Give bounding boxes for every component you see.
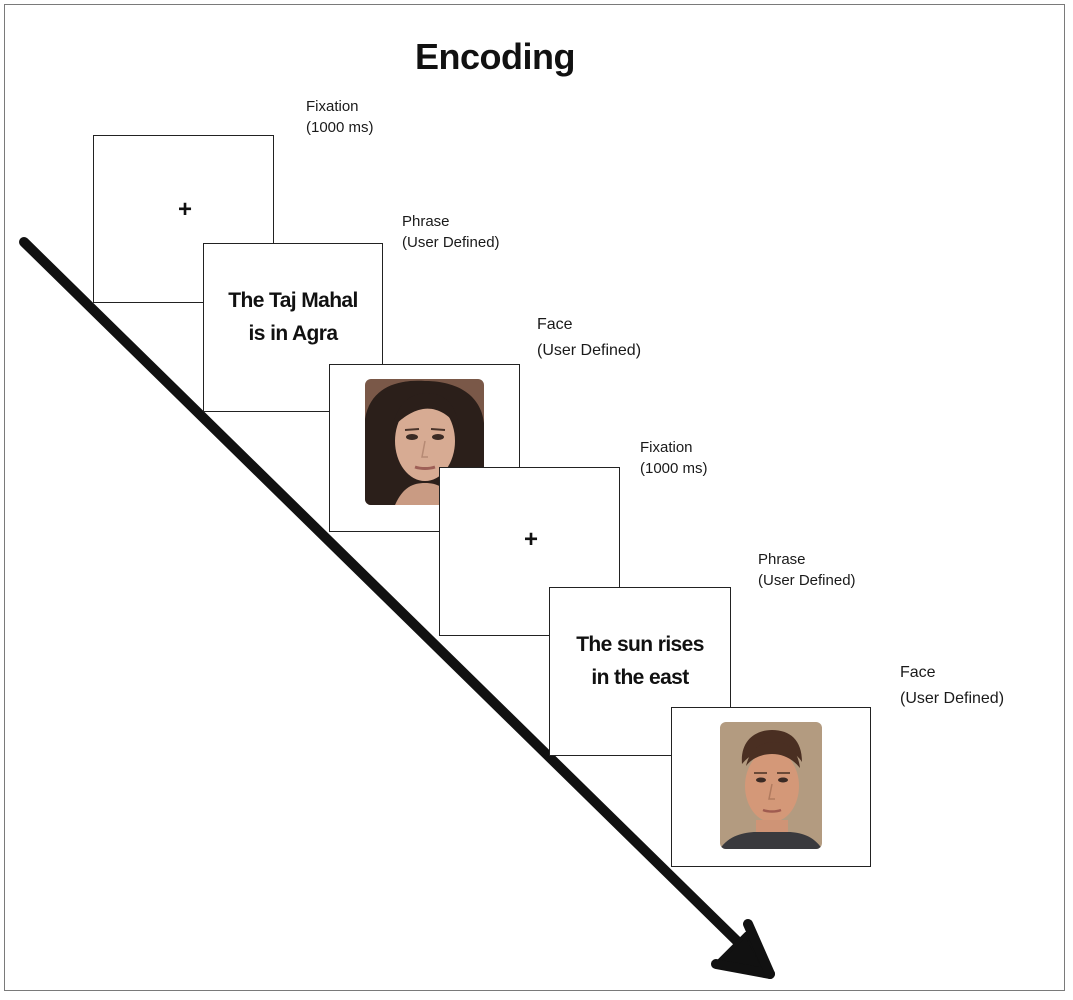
face-screen-2 [671,707,871,867]
screen-label-phrase-1: Phrase (User Defined) [402,213,500,251]
phrase-text: The sun rises in the east [576,633,704,689]
phrase-screen-2: The sun rises in the east [549,587,731,756]
screen-label-fixation-2: Fixation (1000 ms) [640,439,708,477]
fixation-cross: + [524,526,539,553]
screen-label-face-2: Face (User Defined) [900,664,1005,707]
male-face-photo-icon [720,722,822,849]
screen-label-face-1: Face (User Defined) [537,316,642,359]
phrase-text: The Taj Mahal is in Agra [228,289,358,345]
fixation-cross: + [178,196,193,223]
screen-label-phrase-2: Phrase (User Defined) [758,551,856,589]
figure-title: Encoding [415,36,576,77]
screen-label-fixation-1: Fixation (1000 ms) [306,98,374,136]
